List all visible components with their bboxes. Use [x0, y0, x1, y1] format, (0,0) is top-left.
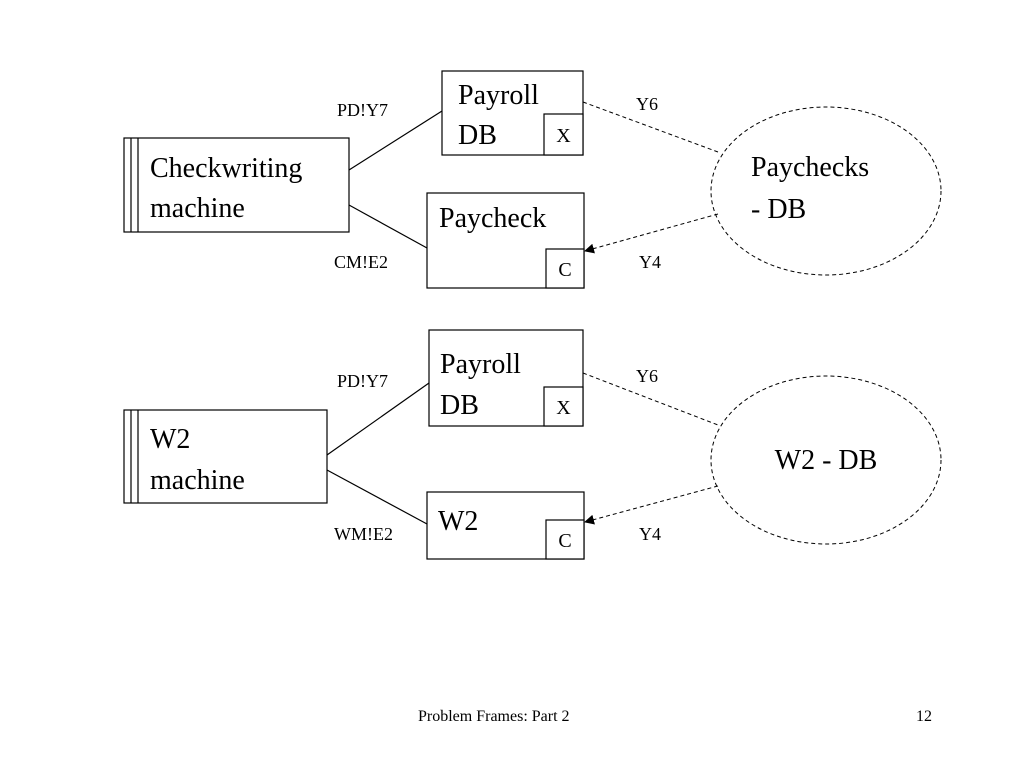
payroll-db-domain: Payroll DB X	[428, 329, 584, 427]
domain-marker-x: X	[556, 397, 571, 419]
frame-diagram-checkwriting: Checkwriting machine Payroll DB X Payche…	[123, 70, 942, 289]
interface-label: PD!Y7	[337, 371, 388, 391]
interface-label: PD!Y7	[337, 100, 388, 120]
requirement-constraint-arrow	[584, 213, 719, 254]
paycheck-label: Paycheck	[439, 203, 546, 234]
requirement-label: W2 - DB	[775, 445, 878, 476]
interface-label: Y4	[639, 524, 661, 544]
interface-label: WM!E2	[334, 524, 393, 544]
machine-label-line1: Checkwriting	[150, 153, 302, 184]
payroll-db-label-line2: DB	[458, 120, 497, 151]
paycheck-domain: Paycheck C	[426, 192, 585, 289]
interface-line	[326, 469, 428, 525]
requirement-reference-line	[582, 101, 719, 153]
slide-page-number: 12	[916, 708, 932, 725]
payroll-db-label-line2: DB	[440, 390, 479, 421]
payroll-db-label-line1: Payroll	[458, 80, 539, 111]
interface-label: Y6	[636, 366, 658, 386]
requirement-label-line2: - DB	[751, 194, 806, 225]
domain-marker-c: C	[558, 530, 571, 552]
slide-footer-title: Problem Frames: Part 2	[418, 708, 570, 725]
w2-label: W2	[438, 506, 478, 537]
interface-line	[326, 382, 430, 456]
checkwriting-machine-domain: Checkwriting machine	[123, 137, 350, 233]
interface-line	[348, 204, 428, 249]
interface-label: Y6	[636, 94, 658, 114]
domain-marker-box	[545, 519, 585, 560]
payroll-db-domain: Payroll DB X	[441, 70, 584, 156]
domain-marker-box	[543, 113, 584, 156]
domain-marker-c: C	[558, 259, 571, 281]
interface-label: Y4	[639, 252, 661, 272]
paychecks-db-requirement: Paychecks - DB	[710, 106, 942, 276]
w2-db-requirement: W2 - DB	[710, 375, 942, 545]
requirement-label-line1: Paychecks	[751, 152, 869, 183]
frame-diagram-w2: W2 machine Payroll DB X W2 C W2 - DB PD	[123, 329, 942, 560]
payroll-db-label-line1: Payroll	[440, 349, 521, 380]
w2-domain: W2 C	[426, 491, 585, 560]
interface-line	[348, 110, 443, 171]
domain-marker-x: X	[556, 125, 571, 147]
machine-label-line2: machine	[150, 193, 245, 224]
requirement-constraint-arrow	[584, 485, 719, 525]
machine-label-line2: machine	[150, 465, 245, 496]
machine-label-line1: W2	[150, 424, 190, 455]
domain-marker-box	[545, 248, 585, 289]
domain-marker-box	[543, 386, 584, 427]
interface-label: CM!E2	[334, 252, 388, 272]
requirement-reference-line	[582, 372, 719, 426]
w2-machine-domain: W2 machine	[123, 409, 328, 504]
